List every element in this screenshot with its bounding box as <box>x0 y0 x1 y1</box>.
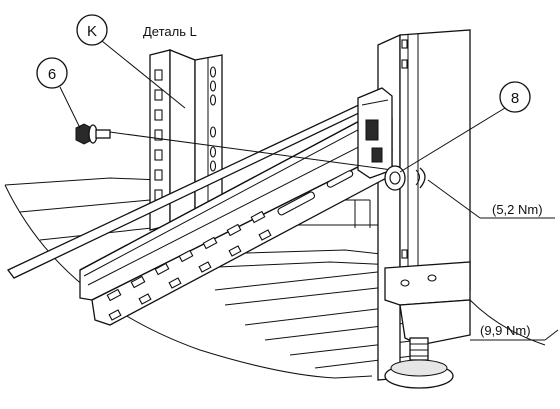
callout-8-text: 8 <box>511 90 519 107</box>
torque-upper: (5,2 Nm) <box>427 179 555 219</box>
screw-6 <box>75 123 393 171</box>
torque-lower: (9,9 Nm) <box>470 323 559 341</box>
detail-title: Деталь L <box>143 24 197 39</box>
leveling-foot <box>384 337 454 389</box>
callout-8: 8 <box>399 81 531 173</box>
callout-k: K <box>76 14 186 109</box>
torque-lower-text: (9,9 Nm) <box>480 323 531 338</box>
rail-end-bracket <box>357 87 393 179</box>
screw-axis-line <box>94 129 393 171</box>
rail-slots <box>106 170 354 321</box>
torque-upper-text: (5,2 Nm) <box>492 202 543 217</box>
callout-6: 6 <box>36 57 81 129</box>
base-plinth <box>384 261 471 346</box>
callout-k-text: K <box>87 23 97 40</box>
callout-6-text: 6 <box>48 66 56 83</box>
slotted-mounting-rail <box>79 109 393 326</box>
